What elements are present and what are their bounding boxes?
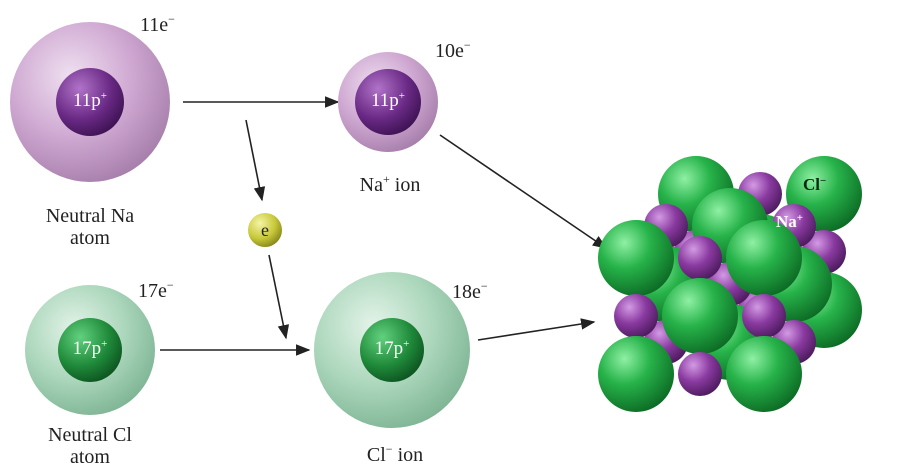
cl-ion bbox=[314, 272, 470, 428]
arrow-electron-to-cl bbox=[268, 254, 290, 340]
na-ion-label-sup: + bbox=[382, 172, 390, 186]
na-atom-nucleus-label: 11p+ bbox=[60, 90, 120, 113]
na-atom-nucleus-text: 11p bbox=[72, 90, 101, 111]
na-ion-label: Na+ ion bbox=[330, 172, 450, 198]
crystal-cl-ion bbox=[726, 336, 802, 412]
crystal-na-label: Na+ bbox=[776, 212, 804, 233]
neutral-cl-atom bbox=[25, 285, 155, 415]
cl-atom-label-line2: atom bbox=[70, 446, 110, 468]
arrow-na-ion-to-crystal bbox=[439, 134, 608, 249]
cl-ion-electron-count: 18e− bbox=[452, 279, 488, 305]
cl-atom-nucleus-label: 17p+ bbox=[60, 338, 120, 361]
cl-atom-nucleus-sup: + bbox=[101, 338, 108, 350]
reaction-arrows bbox=[160, 96, 608, 356]
na-atom-electron-count-sup: − bbox=[168, 12, 175, 26]
na-atom-label-line2: atom bbox=[70, 227, 110, 249]
cl-ion-nucleus-text: 17p bbox=[374, 338, 404, 359]
arrow-cl-ion-to-crystal bbox=[477, 318, 596, 341]
cl-ion-label-text: Cl bbox=[366, 444, 386, 466]
cl-ion-nucleus bbox=[360, 318, 424, 382]
na-ion-electron-count: 10e− bbox=[435, 38, 471, 64]
na-ion-electron-count-text: 10e bbox=[435, 40, 464, 62]
cl-atom-label: Neutral Cl atom bbox=[20, 424, 160, 468]
electron-particle bbox=[248, 213, 282, 247]
crystal-cl-ion bbox=[598, 220, 674, 296]
na-ion-label-suffix: ion bbox=[389, 174, 421, 196]
na-ion-nucleus bbox=[355, 69, 421, 135]
electron-label: e bbox=[261, 220, 269, 240]
cl-ion-electron-count-sup: − bbox=[480, 279, 488, 293]
crystal-cl-ion bbox=[726, 220, 802, 296]
na-atom-label: Neutral Na atom bbox=[20, 205, 160, 249]
crystal-cl-label-sup: − bbox=[820, 175, 827, 187]
na-atom-electron-count-text: 11e bbox=[140, 14, 169, 36]
cl-atom-electron-count: 17e− bbox=[138, 278, 174, 304]
na-atom-nucleus-sup: + bbox=[100, 90, 107, 102]
cl-ion-nucleus-sup: + bbox=[403, 338, 410, 350]
crystal-na-label-sup: + bbox=[796, 212, 804, 224]
cl-atom-electron-count-sup: − bbox=[166, 278, 174, 292]
na-ion-nucleus-sup: + bbox=[398, 90, 405, 102]
cl-ion-label-suffix: ion bbox=[392, 444, 424, 466]
cl-atom-electron-count-text: 17e bbox=[138, 280, 167, 302]
na-ion-label-text: Na bbox=[359, 174, 383, 196]
neutral-na-atom bbox=[10, 22, 170, 182]
cl-atom-nucleus-text: 17p bbox=[72, 338, 102, 359]
crystal-cl-label-text: Cl bbox=[803, 175, 820, 194]
cl-ion-label: Cl− ion bbox=[335, 442, 455, 468]
cl-ion-nucleus-label: 17p+ bbox=[362, 338, 422, 361]
crystal-na-label-text: Na bbox=[776, 212, 797, 231]
crystal-na-ion bbox=[678, 352, 722, 396]
cl-atom-label-line1: Neutral Cl bbox=[48, 424, 132, 446]
cl-ion-label-sup: − bbox=[385, 442, 393, 456]
na-atom-label-line1: Neutral Na bbox=[45, 205, 135, 227]
cl-ion-electron-count-text: 18e bbox=[452, 281, 481, 303]
crystal-na-ion bbox=[614, 294, 658, 338]
crystal-na-ion bbox=[678, 236, 722, 280]
crystal-cl-ion bbox=[662, 278, 738, 354]
cl-atom-nucleus bbox=[58, 318, 122, 382]
na-atom-electron-count: 11e− bbox=[140, 12, 175, 38]
arrow-electron-from-na bbox=[245, 119, 266, 202]
na-ion-nucleus-label: 11p+ bbox=[358, 90, 418, 113]
crystal-na-ion bbox=[742, 294, 786, 338]
crystal-cl-ion bbox=[598, 336, 674, 412]
crystal-cl-label: Cl− bbox=[803, 175, 827, 196]
na-ion-electron-count-sup: − bbox=[463, 38, 471, 52]
na-ion bbox=[338, 52, 438, 152]
na-atom-nucleus bbox=[56, 68, 124, 136]
nacl-crystal-lattice bbox=[598, 156, 862, 412]
na-ion-nucleus-text: 11p bbox=[370, 90, 399, 111]
